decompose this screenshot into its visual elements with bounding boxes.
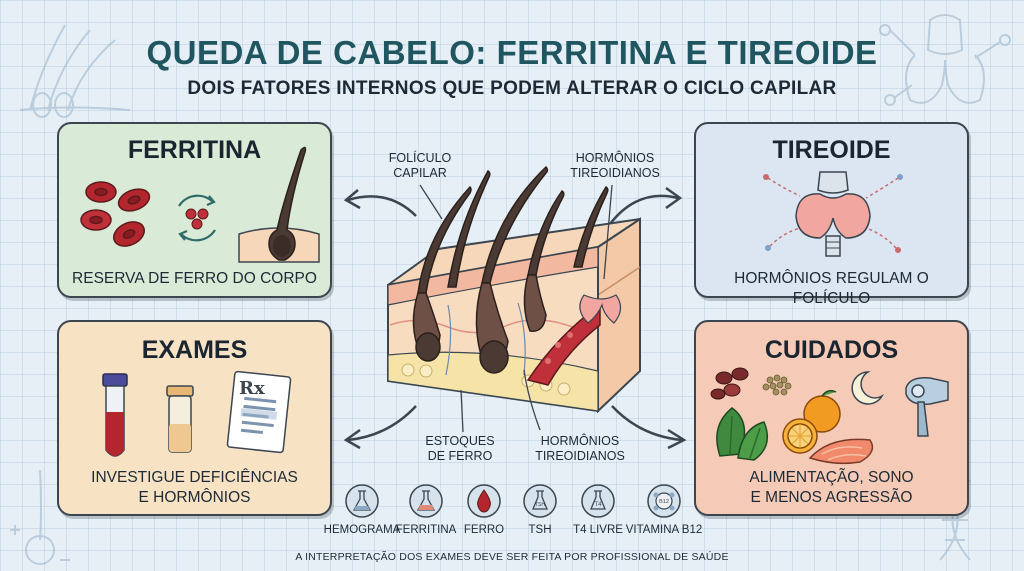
prescription-document-icon	[226, 370, 292, 454]
arrow-to-tireoide-icon	[609, 186, 683, 225]
tireoide-card-text: HORMÔNIOS REGULAM O FOLÍCULO	[734, 270, 929, 307]
exames-card-text-line2: E HORMÔNIOS	[138, 489, 251, 506]
label-hormonios-bottom-line1: HORMÔNIOS	[540, 434, 620, 448]
ferritina-card: FERRITINA RESERVA DE FERRO DO CORPO	[57, 122, 332, 298]
label-hormonios-bottom-line2: TIREOIDIANOS	[535, 449, 625, 463]
exam-label-vitamina-b12: VITAMINA B12	[625, 524, 703, 536]
sample-vial-icon	[166, 385, 194, 453]
page-title: QUEDA DE CABELO: FERRITINA E TIREOIDE	[146, 34, 878, 71]
exam-label-hemograma: HEMOGRAMA	[323, 524, 401, 536]
hemograma-flask-icon	[345, 484, 379, 518]
rx-symbol: Rx	[239, 378, 265, 399]
b12-badge-text: B12	[659, 499, 669, 505]
red-blood-cells-icon	[80, 181, 151, 247]
hair-follicle-icon	[238, 146, 320, 263]
tsh-badge-text: TSH	[535, 502, 545, 508]
background-hair-sketch-icon	[19, 24, 131, 118]
skin-cross-section-diagram	[387, 165, 641, 414]
background-follicle-sketch-icon	[10, 469, 70, 565]
tireoide-card-title: TIREOIDE	[772, 136, 891, 164]
exam-label-tsh: TSH	[528, 524, 552, 536]
label-estoques-line1: ESTOQUES	[425, 434, 495, 448]
label-estoques-line2: DE FERRO	[427, 449, 493, 463]
leader-line-foliculo	[419, 184, 443, 220]
exam-label-ferro: FERRO	[463, 524, 505, 536]
cuidados-card-text-line1: ALIMENTAÇÃO, SONO	[749, 469, 914, 486]
cuidados-card-text-line2: E MENOS AGRESSÃO	[750, 489, 913, 506]
t4-badge-text: T4	[594, 502, 602, 508]
ferritina-flask-icon	[409, 484, 443, 518]
ferritina-card-text: RESERVA DE FERRO DO CORPO	[72, 270, 317, 287]
arrow-to-exames-icon	[343, 405, 417, 450]
cuidados-card: CUIDADOS	[694, 320, 969, 516]
tsh-vial-icon: TSH	[523, 484, 557, 518]
cuidados-card-title: CUIDADOS	[764, 336, 899, 364]
label-foliculo-line2: CAPILAR	[393, 166, 447, 180]
thyroid-gland-icon	[763, 171, 903, 257]
label-hormonios-top-line1: HORMÔNIOS	[575, 151, 655, 165]
t4-livre-flask-icon: T4	[581, 484, 615, 518]
exam-label-t4-livre: T4 LIVRE	[573, 524, 623, 536]
iron-cycle-icon	[178, 194, 216, 242]
tireoide-card: TIREOIDE HORMÔNIOS REGULAM O FOLÍCULO	[694, 122, 969, 307]
label-foliculo-line1: FOLÍCULO	[388, 151, 452, 165]
page-subtitle: DOIS FATORES INTERNOS QUE PODEM ALTERAR …	[187, 78, 837, 99]
blood-test-tube-icon	[102, 373, 128, 457]
ferritina-card-title: FERRITINA	[127, 136, 262, 164]
food-and-care-icon	[710, 367, 949, 465]
exames-card-title: EXAMES	[141, 336, 248, 364]
leader-line-estoques	[460, 389, 464, 433]
label-hormonios-top-line2: TIREOIDIANOS	[570, 166, 660, 180]
footer-disclaimer: A INTERPRETAÇÃO DOS EXAMES DEVE SER FEIT…	[295, 551, 729, 563]
vitamina-b12-icon: B12	[647, 484, 681, 518]
exames-card-text-line1: INVESTIGUE DEFICIÊNCIAS	[91, 469, 298, 486]
arrow-to-cuidados-icon	[611, 405, 687, 450]
leader-line-hormonios-top	[603, 184, 613, 280]
ferro-blood-drop-icon	[467, 484, 501, 518]
exames-card: EXAMES Rx INVESTIGUE DEFICIÊNCIAS E HORM…	[57, 320, 332, 516]
background-thyroid-sketch-icon	[879, 14, 1011, 106]
exam-label-ferritina: FERRITINA	[395, 524, 457, 536]
leader-line-hormonios-bottom	[523, 369, 541, 431]
arrow-to-ferritina-icon	[343, 189, 417, 217]
